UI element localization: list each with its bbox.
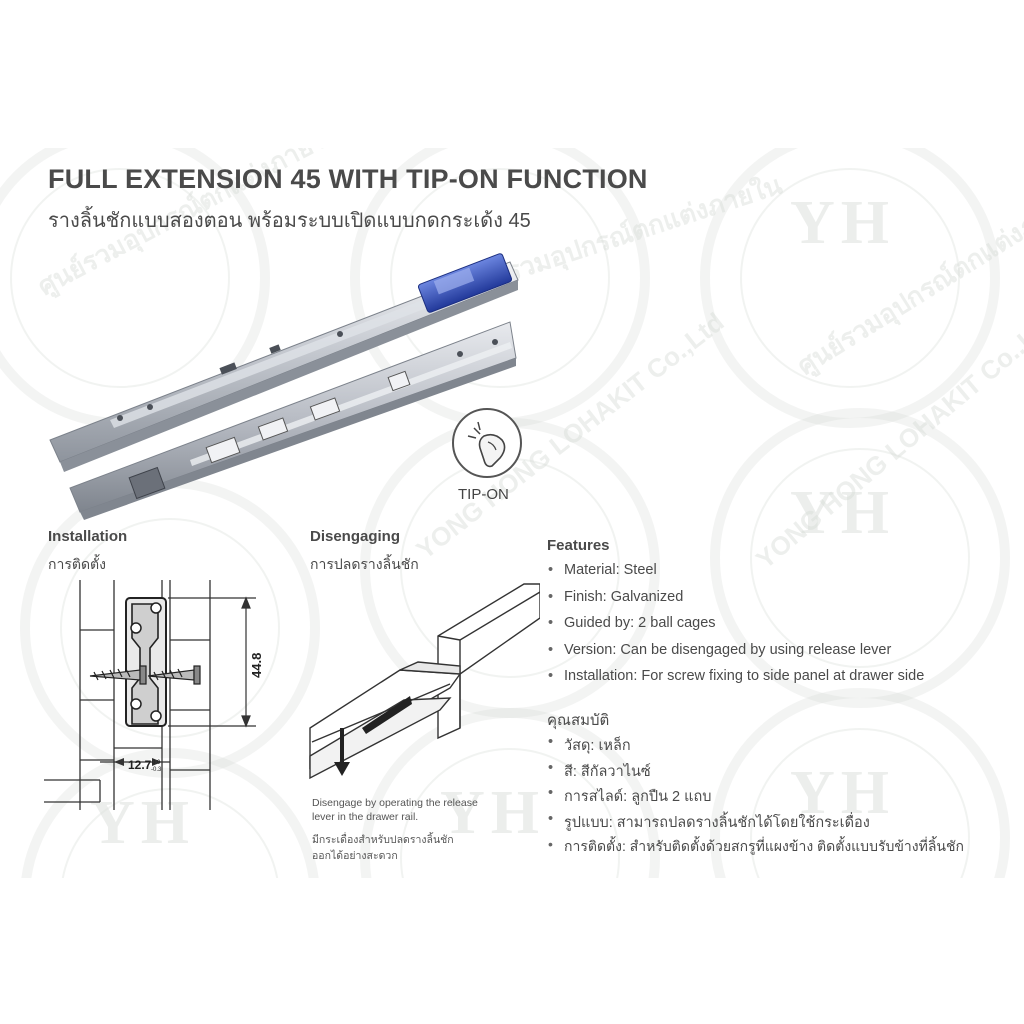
caption-line: Disengage by operating the release <box>312 797 478 809</box>
list-item: Version: Can be disengaged by using rele… <box>546 642 924 669</box>
installation-heading-th: การติดตั้ง <box>48 556 106 572</box>
lower-rail <box>69 321 517 520</box>
list-item: สี: สีกัลวาไนซ์ <box>546 760 964 786</box>
list-item: Guided by: 2 ball cages <box>546 615 924 642</box>
caption-line: มีกระเดื่องสำหรับปลดรางลิ้นชัก <box>312 834 454 846</box>
list-item: การติดตั้ง: สำหรับติดตั้งด้วยสกรูที่แผงข… <box>546 836 964 862</box>
screw-icon <box>89 665 201 685</box>
finger-press-icon <box>467 421 506 468</box>
release-lever <box>362 696 412 734</box>
tolerance-minus: -0.3 <box>151 767 162 773</box>
watermark-logo: YH <box>790 479 895 547</box>
tolerance-plus: 0.0 <box>152 760 161 766</box>
list-item: Material: Steel <box>546 562 924 589</box>
watermark-logo: YH <box>790 189 895 257</box>
page-subtitle: รางลิ้นชักแบบสองตอน พร้อมระบบเปิดแบบกดกร… <box>48 210 531 232</box>
features-list: Material: Steel Finish: Galvanized Guide… <box>546 562 924 695</box>
features-heading-th: คุณสมบัติ <box>547 712 610 729</box>
list-item: Installation: For screw fixing to side p… <box>546 668 924 695</box>
disengaging-heading: Disengaging <box>310 528 401 545</box>
disengaging-heading-th: การปลดรางลิ้นชัก <box>310 556 419 572</box>
rail-profile <box>125 597 167 727</box>
upper-rail <box>49 253 519 472</box>
installation-heading: Installation <box>48 528 128 545</box>
tip-on-badge <box>452 408 522 478</box>
caption-line: ออกได้อย่างสะดวก <box>312 850 398 862</box>
list-item: วัสดุ: เหล็ก <box>546 734 964 760</box>
arrow-down-icon <box>334 728 350 776</box>
watermark-logo: YH <box>90 789 195 857</box>
list-item: การสไลด์: ลูกปืน 2 แถบ <box>546 785 964 811</box>
features-heading: Features <box>547 537 610 554</box>
tip-on-label: TIP-ON <box>458 486 509 503</box>
disengaging-caption-th: มีกระเดื่องสำหรับปลดรางลิ้นชัก ออกได้อย่… <box>312 832 454 864</box>
disengaging-caption: Disengage by operating the release lever… <box>312 796 478 824</box>
height-dimension: 44.8 <box>249 653 264 678</box>
installation-diagram: 44.8 12.7 0.0 -0.3 <box>44 580 264 810</box>
features-list-th: วัสดุ: เหล็ก สี: สีกัลวาไนซ์ การสไลด์: ล… <box>546 734 964 862</box>
list-item: Finish: Galvanized <box>546 589 924 616</box>
drawer-slide-illustration <box>49 253 519 520</box>
width-dimension: 12.7 <box>128 758 152 772</box>
caption-line: lever in the drawer rail. <box>312 811 419 823</box>
disengaging-diagram <box>309 583 540 780</box>
watermark-logo: YH <box>440 779 545 847</box>
list-item: รูปแบบ: สามารถปลดรางลิ้นชักได้โดยใช้กระเ… <box>546 811 964 837</box>
page-title: FULL EXTENSION 45 WITH TIP-ON FUNCTION <box>48 164 648 194</box>
